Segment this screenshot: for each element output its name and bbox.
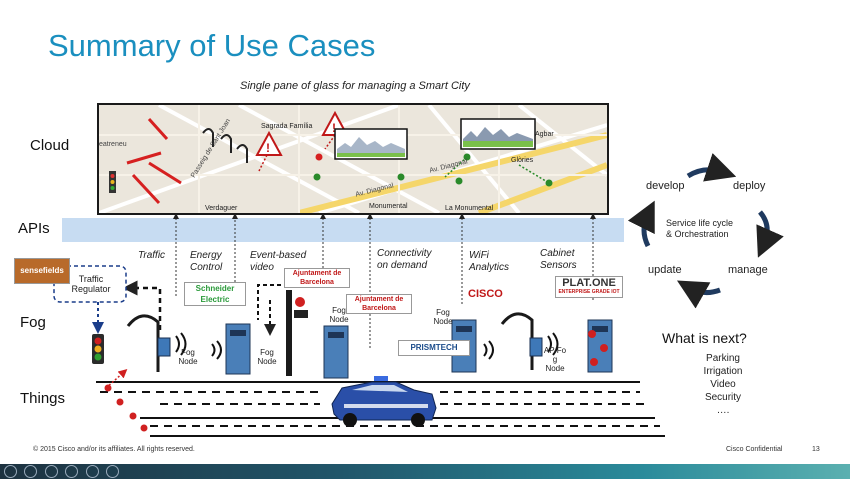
schneider-logo: Schneider Electric xyxy=(184,282,246,306)
slide-nav-controls xyxy=(4,465,122,479)
map-label-eatreneu: eatreneu xyxy=(99,141,127,148)
lifecycle-center: Service life cycle & Orchestration xyxy=(666,218,734,239)
svg-text:!: ! xyxy=(332,121,336,135)
whats-next-item: Parking xyxy=(706,353,740,364)
layer-label-things: Things xyxy=(20,390,66,407)
ajuntament-logo-1: Ajuntament de Barcelona xyxy=(284,268,350,288)
fog-node-label-1: Fog Node xyxy=(178,348,198,366)
lifecycle-update: update xyxy=(648,264,682,276)
lifecycle-develop: develop xyxy=(646,180,685,192)
map-label-monumental: Monumental xyxy=(369,203,408,210)
whats-next-item: Irrigation xyxy=(703,366,743,377)
traffic-regulator-label: Traffic Regulator xyxy=(71,274,111,294)
layer-label-cloud: Cloud xyxy=(30,137,70,154)
fog-node-label-3: Fog Node xyxy=(329,306,349,324)
whats-next-item: Security xyxy=(704,392,742,403)
fog-node-label-4: Fog Node xyxy=(433,308,453,326)
police-car-shape xyxy=(331,376,437,427)
map-graphic: ! ! xyxy=(99,105,607,213)
whats-next-heading: What is next? xyxy=(662,330,747,346)
layer-label-fog: Fog xyxy=(20,314,46,331)
category-traffic: Traffic xyxy=(138,250,166,261)
apis-band xyxy=(62,218,624,242)
layer-label-apis: APIs xyxy=(18,220,50,237)
whats-next-item: …. xyxy=(716,405,730,416)
platone-logo: PLAT.ONE ENTERPRISE GRADE IOT xyxy=(555,276,623,298)
sensefields-logo: sensefields xyxy=(14,258,70,284)
platone-name: PLAT.ONE xyxy=(562,277,616,289)
map-label-agbar: Agbar xyxy=(535,131,554,138)
diagram-subtitle: Single pane of glass for managing a Smar… xyxy=(240,80,470,92)
prev-icon[interactable] xyxy=(4,465,17,478)
footer-copyright: © 2015 Cisco and/or its affiliates. All … xyxy=(33,446,195,453)
lifecycle-manage: manage xyxy=(728,264,768,276)
pen-icon[interactable] xyxy=(44,465,58,478)
prismtech-logo: PRISMTECH xyxy=(398,340,470,356)
map-label-glories: Glòries xyxy=(511,157,534,164)
ajuntament-logo-2: Ajuntament de Barcelona xyxy=(346,294,412,314)
category-energy: Energy Control xyxy=(190,250,223,273)
svg-text:!: ! xyxy=(266,141,270,155)
grid-icon[interactable] xyxy=(65,465,79,478)
fog-node-label-2: Fog Node xyxy=(257,348,277,366)
city-map[interactable]: ! ! eatreneu Sagrada Família Verdaguer M… xyxy=(97,103,609,215)
map-label-la-monumental: La Monumental xyxy=(445,205,494,212)
category-event-video: Event-based video xyxy=(250,250,307,273)
page-number: 13 xyxy=(812,446,820,453)
cisco-logo: CISCO xyxy=(468,288,503,300)
whats-next-item: Video xyxy=(710,379,736,390)
platone-sub: ENTERPRISE GRADE IOT xyxy=(558,289,620,295)
category-cabinet: Cabinet Sensors xyxy=(540,248,577,271)
next-icon[interactable] xyxy=(24,465,38,478)
footer-confidential: Cisco Confidential xyxy=(726,446,783,453)
category-wifi: WiFi Analytics xyxy=(469,250,510,273)
page-title: Summary of Use Cases xyxy=(48,28,376,63)
zoom-icon[interactable] xyxy=(85,465,99,478)
whats-next-list: Parking Irrigation Video Security …. xyxy=(680,352,766,417)
category-connectivity: Connectivity on demand xyxy=(377,248,432,271)
bottom-bar xyxy=(0,464,850,479)
lifecycle-deploy: deploy xyxy=(733,180,766,192)
fog-server-shapes xyxy=(225,319,613,379)
map-label-sagrada: Sagrada Família xyxy=(261,123,313,130)
ap-fog-node-label: AP/Fo g Node xyxy=(543,346,567,373)
more-icon[interactable] xyxy=(106,465,120,478)
map-label-verdaguer: Verdaguer xyxy=(205,205,238,212)
